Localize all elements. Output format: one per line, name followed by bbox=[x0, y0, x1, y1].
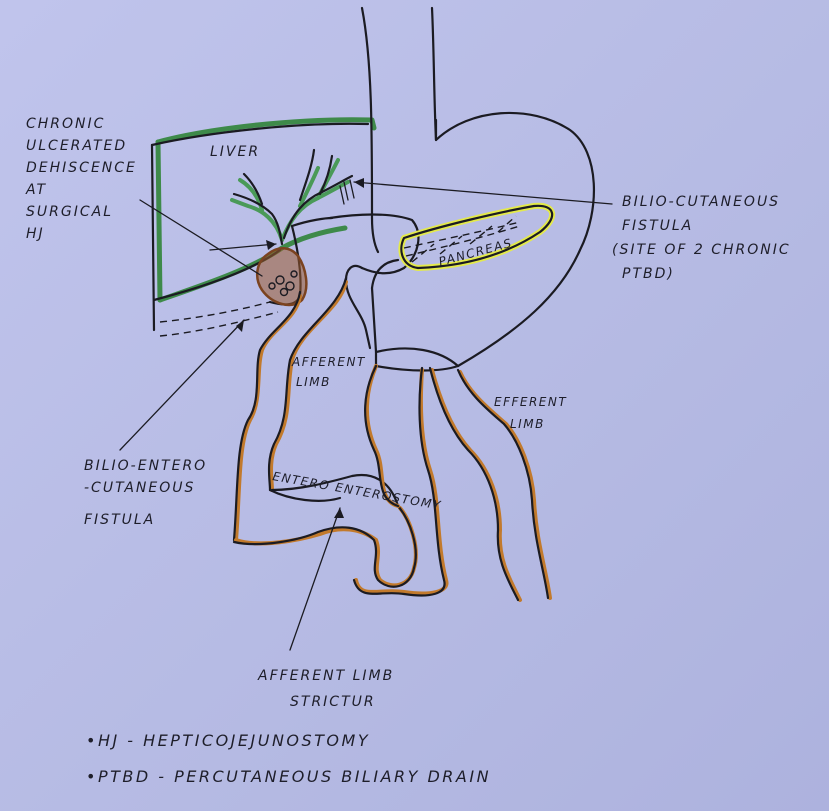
label-efferent: EFFERENT bbox=[494, 395, 567, 409]
label-bilio-entero: BILIO-ENTERO -CUTANEOUS FISTULA bbox=[84, 458, 207, 528]
label-hj: HJ bbox=[26, 226, 45, 242]
arrow-bilio-entero bbox=[120, 320, 244, 450]
label-bilio-entero-3: FISTULA bbox=[84, 512, 155, 528]
legend: •HJ - HEPTICOJEJUNOSTOMY •PTBD - PERCUTA… bbox=[86, 731, 491, 786]
label-liver: LIVER bbox=[210, 144, 260, 160]
arrow-hj bbox=[210, 244, 276, 250]
label-bilio-entero-2: -CUTANEOUS bbox=[84, 480, 195, 496]
label-dehiscence: DEHISCENCE bbox=[26, 160, 137, 176]
label-pancreas: PANCREAS bbox=[437, 236, 514, 269]
label-surgical: SURGICAL bbox=[26, 204, 113, 220]
label-bilio-entero-1: BILIO-ENTERO bbox=[84, 458, 207, 474]
label-chronic: CHRONIC bbox=[26, 116, 105, 132]
label-bilio-cutaneous-4: PTBD) bbox=[622, 266, 675, 282]
gastric-loop bbox=[354, 366, 447, 595]
legend-hj: •HJ - HEPTICOJEJUNOSTOMY bbox=[86, 731, 370, 750]
label-bilio-cutaneous: BILIO-CUTANEOUS FISTULA (SITE OF 2 CHRON… bbox=[612, 194, 791, 282]
label-ulcerated: ULCERATED bbox=[26, 138, 127, 154]
bilio-entero-cutaneous-tract bbox=[160, 302, 278, 336]
arrow-stricture bbox=[290, 508, 340, 650]
label-afferent: AFFERENT bbox=[291, 355, 366, 369]
legend-ptbd: •PTBD - PERCUTANEOUS BILIARY DRAIN bbox=[86, 767, 491, 786]
label-afferent-stricture-2: STRICTUR bbox=[290, 694, 376, 710]
arrow-bilio-cutaneous bbox=[354, 182, 612, 204]
label-afferent-limb-word: LIMB bbox=[296, 375, 331, 389]
label-bilio-cutaneous-1: BILIO-CUTANEOUS bbox=[622, 194, 780, 210]
label-efferent-limb-word: LIMB bbox=[510, 417, 545, 431]
label-at: AT bbox=[25, 182, 47, 198]
label-bilio-cutaneous-3: (SITE OF 2 CHRONIC bbox=[612, 242, 791, 258]
stomach bbox=[362, 8, 594, 371]
label-bilio-cutaneous-2: FISTULA bbox=[622, 218, 693, 234]
label-afferent-stricture: AFFERENT LIMB STRICTUR bbox=[257, 668, 394, 710]
label-afferent-stricture-1: AFFERENT LIMB bbox=[257, 668, 394, 684]
label-afferent-limb: AFFERENT LIMB bbox=[291, 355, 366, 389]
label-chronic-ulcerated: CHRONIC ULCERATED DEHISCENCE AT SURGICAL… bbox=[25, 116, 137, 242]
